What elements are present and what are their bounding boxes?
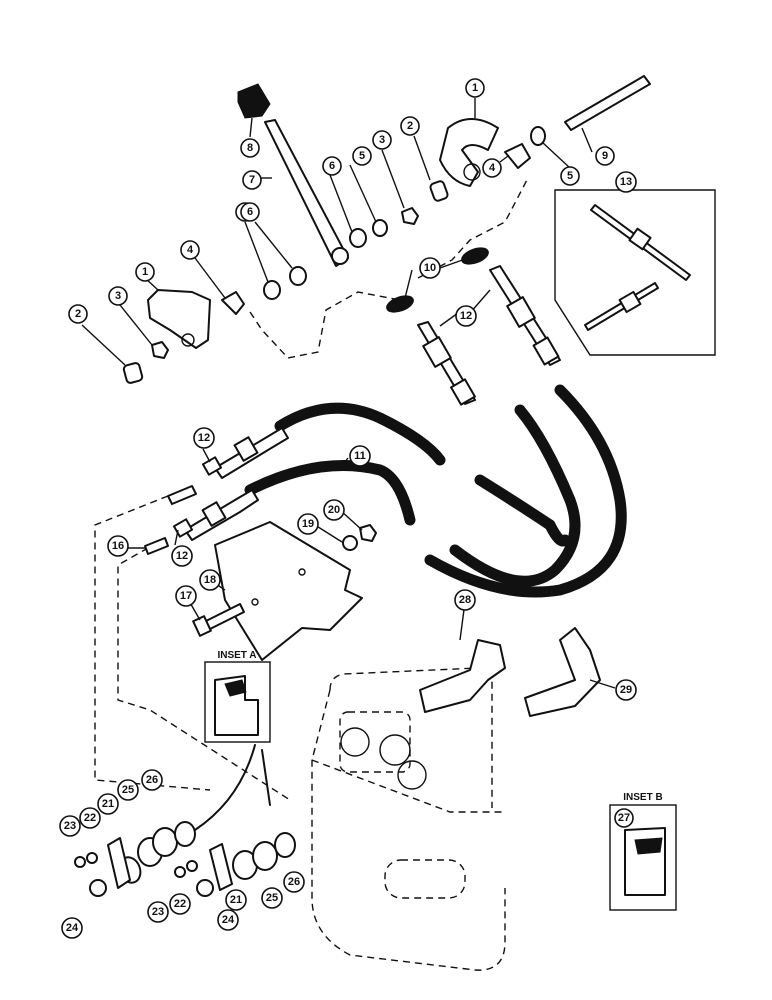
svg-text:24: 24 [222,914,235,926]
callout-23: 23 [59,815,81,837]
svg-text:23: 23 [64,820,76,832]
callout-28: 28 [454,589,476,611]
callout-3: 3 [372,130,392,150]
svg-text:13: 13 [620,176,632,188]
callout-4: 4 [482,158,502,178]
svg-text:3: 3 [379,134,385,146]
svg-text:26: 26 [146,774,158,786]
svg-text:2: 2 [407,120,413,132]
svg-text:6: 6 [329,160,335,172]
callout-20: 20 [323,499,345,521]
callout-18: 18 [199,569,221,591]
callout-22: 22 [79,807,101,829]
callout-22: 22 [169,893,191,915]
lower-parts [74,485,601,897]
svg-text:18: 18 [204,574,216,586]
svg-text:19: 19 [302,518,314,530]
callout-2: 2 [68,304,88,324]
svg-text:6: 6 [247,206,253,218]
callout-2: 2 [400,116,420,136]
svg-text:4: 4 [489,162,496,174]
inset-a: INSET A [204,650,271,743]
svg-text:1: 1 [472,82,478,94]
svg-text:20: 20 [328,504,340,516]
callout-5: 5 [560,166,580,186]
callout-6: 6 [240,202,260,222]
svg-text:8: 8 [247,142,253,154]
transmission-housing [311,667,506,971]
svg-text:29: 29 [620,684,632,696]
callout-24: 24 [217,909,239,931]
svg-text:21: 21 [102,798,114,810]
callout-5: 5 [352,146,372,166]
inset-b-title: INSET B [623,792,662,803]
svg-text:5: 5 [567,170,573,182]
callout-25: 25 [261,887,283,909]
svg-text:25: 25 [122,784,134,796]
callout-3: 3 [108,286,128,306]
callout-1: 1 [465,78,485,98]
callout-17: 17 [175,585,197,607]
control-cable-hoses [244,384,627,598]
callout-27: 27 [614,808,634,828]
dashed-assembly-lines [94,177,529,801]
svg-text:7: 7 [249,174,255,186]
callout-9: 9 [595,146,615,166]
callout-8: 8 [240,138,260,158]
callout-13: 13 [615,171,637,193]
svg-text:12: 12 [176,550,188,562]
svg-text:3: 3 [115,290,121,302]
callout-25: 25 [117,779,139,801]
callout-4: 4 [180,240,200,260]
callout-12: 12 [193,427,215,449]
svg-text:16: 16 [112,540,124,552]
svg-text:23: 23 [152,906,164,918]
callout-12: 12 [455,305,477,327]
svg-text:4: 4 [187,244,194,256]
inset-b: INSET B [609,792,677,911]
linkage-parts [122,75,716,384]
callout-1: 1 [135,262,155,282]
svg-text:24: 24 [66,922,79,934]
callout-19: 19 [297,513,319,535]
svg-text:1: 1 [142,266,148,278]
callout-7: 7 [242,170,262,190]
svg-text:11: 11 [354,450,366,462]
svg-text:22: 22 [84,812,96,824]
callout-29: 29 [615,679,637,701]
callout-10: 10 [419,257,441,279]
inset-a-title: INSET A [217,650,256,661]
callout-24: 24 [61,917,83,939]
svg-text:12: 12 [198,432,210,444]
callout-6: 6 [322,156,342,176]
svg-text:5: 5 [359,150,365,162]
callout-labels: 1 1 2 2 3 3 4 4 5 5 5 6 6 7 8 9 10 11 12… [59,78,637,939]
svg-text:2: 2 [75,308,81,320]
callout-26: 26 [141,769,163,791]
svg-text:10: 10 [424,262,436,274]
callout-21: 21 [97,793,119,815]
callout-21: 21 [225,889,247,911]
svg-text:21: 21 [230,894,242,906]
callout-12: 12 [171,545,193,567]
svg-text:28: 28 [459,594,471,606]
svg-text:22: 22 [174,898,186,910]
svg-text:25: 25 [266,892,278,904]
svg-text:27: 27 [618,812,630,824]
svg-text:17: 17 [180,590,192,602]
callout-23: 23 [147,901,169,923]
callout-11: 11 [349,445,371,467]
svg-text:26: 26 [288,876,300,888]
callout-16: 16 [107,535,129,557]
callout-26: 26 [283,871,305,893]
svg-text:9: 9 [602,150,608,162]
cable-fittings [172,247,561,541]
svg-text:12: 12 [460,310,472,322]
